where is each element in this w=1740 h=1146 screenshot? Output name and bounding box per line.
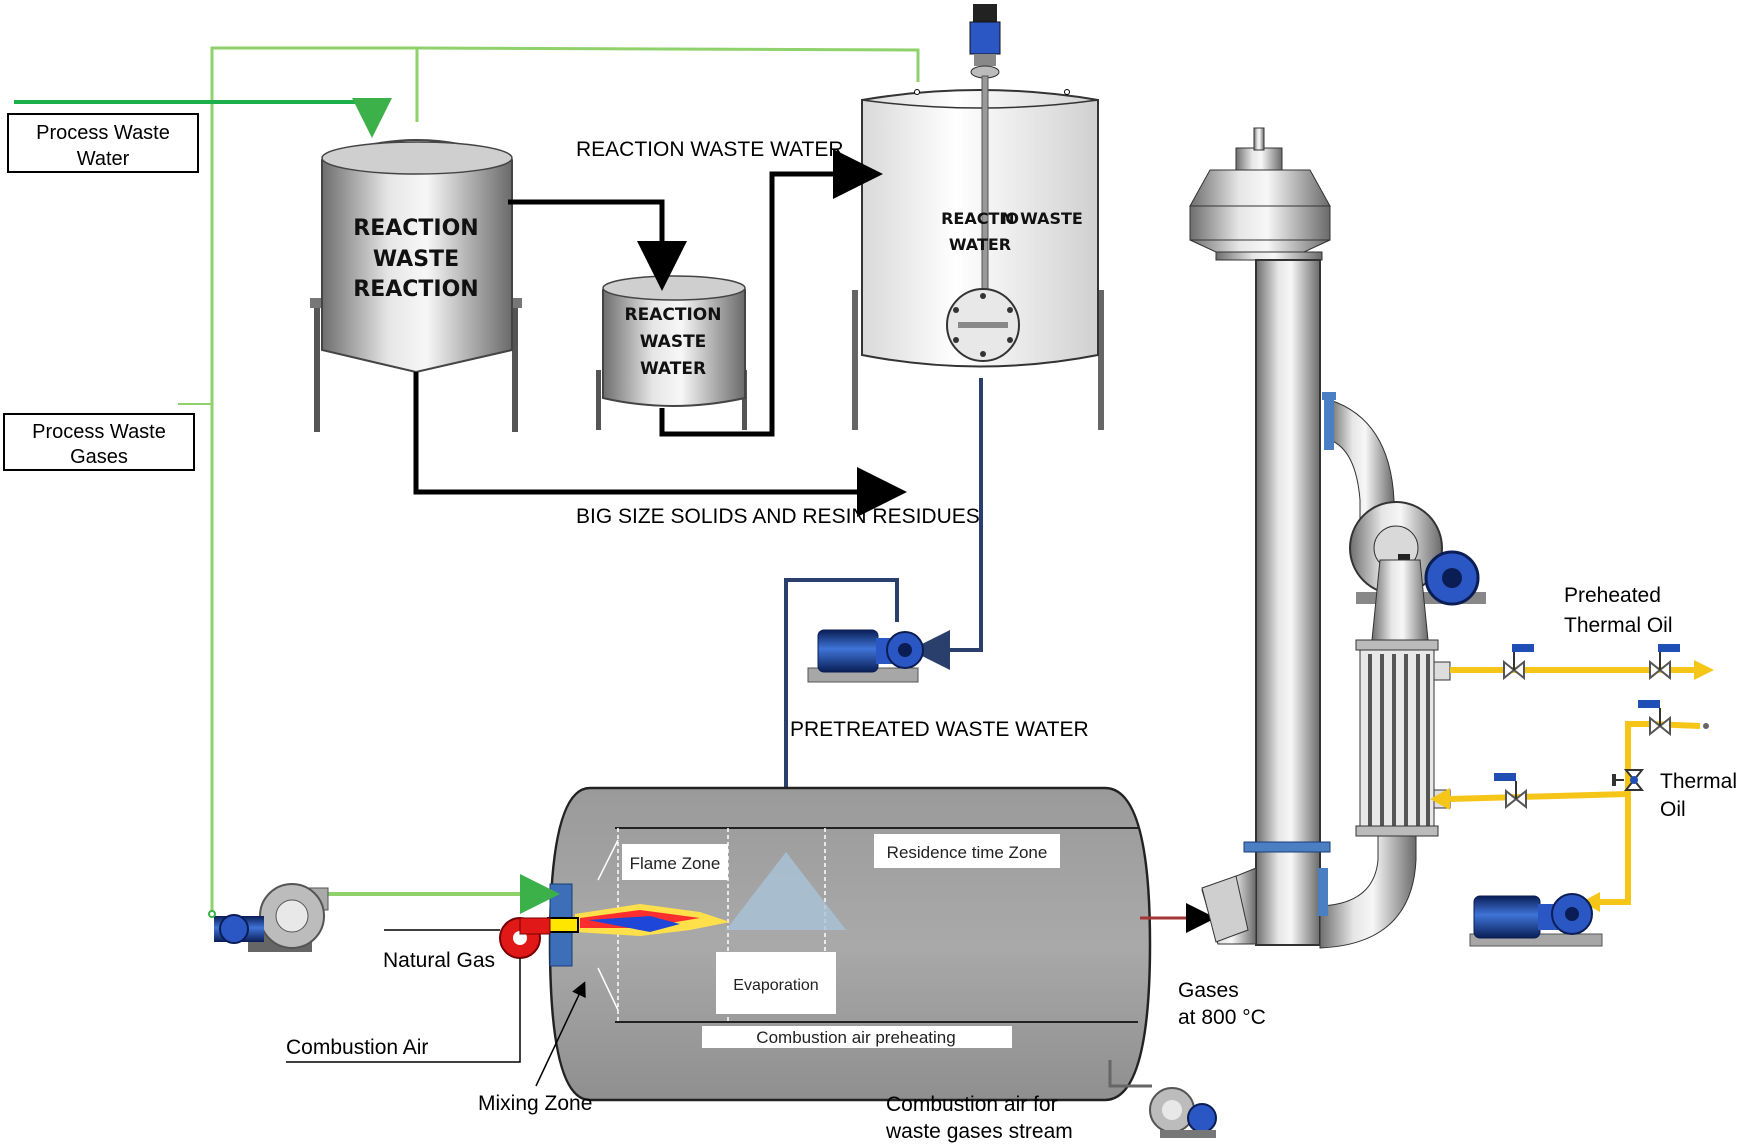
process-waste-water-line2: Water [77,148,130,170]
process-waste-gases-line1: Process Waste [32,421,166,443]
preheated-oil-line2: Thermal Oil [1564,614,1673,637]
tank3-line3: WATER [949,235,1011,254]
combustion-air-label: Combustion Air [286,1036,428,1059]
gases-label-line2: at 800 °C [1178,1006,1266,1029]
evaporation-label: Evaporation [733,977,818,994]
combustion-air-waste-line2: waste gases stream [885,1120,1073,1143]
tank1-line2: WASTE [373,247,459,272]
oil-out-arrow [1694,660,1714,680]
reaction-waste-water-label: REACTION WASTE WATER [576,138,844,161]
mixing-zone-label: Mixing Zone [478,1092,592,1115]
process-waste-water-line1: Process Waste [36,122,170,144]
flame-zone-label: Flame Zone [630,854,721,873]
water-pump [807,629,924,683]
thermal-oil-line1: Thermal [1660,770,1737,793]
oil-pump [1469,893,1603,947]
incinerator: Flame Zone Residence time Zone Evaporati… [548,786,1152,1102]
stack [1189,127,1331,946]
tank2-line3: WATER [640,359,706,379]
combustion-air-waste-line1: Combustion air for [886,1093,1058,1116]
oil-return-arrow [1430,788,1450,810]
valves [1494,644,1680,810]
reaction-tank-1: REACTION WASTE REACTION [310,139,522,432]
tank1-line3: REACTION [353,277,478,302]
combustion-preheating-label: Combustion air preheating [756,1028,955,1047]
residence-zone-label: Residence time Zone [887,843,1048,862]
tank3-line1: REACTIO [941,209,1019,228]
reaction-tank-3: REACTIO N WASTE WATER [852,4,1104,430]
reaction-tank-2: REACTION WASTE WATER [596,275,747,430]
heat-exchanger [1318,392,1486,949]
waste-gas-air-blower [1108,1060,1217,1138]
gas-blower [208,883,329,952]
tank3-line2: N WASTE [1001,209,1083,228]
process-gas-line [178,46,920,912]
tank2-line1: REACTION [625,305,722,325]
process-water-line [14,98,392,138]
oil-inlet-point [1703,723,1709,729]
process-waste-gases-box: Process Waste Gases [3,413,195,471]
gases-label-line1: Gases [1178,979,1239,1002]
natural-gas-label: Natural Gas [383,949,495,972]
tank2-line2: WASTE [640,332,707,352]
process-waste-water-box: Process Waste Water [7,113,199,173]
big-solids-label: BIG SIZE SOLIDS AND RESIN RESIDUES [576,505,980,528]
water-transfer-line [766,378,983,872]
pretreated-waste-water-label: PRETREATED WASTE WATER [790,718,1089,741]
black-flow-lines [413,149,907,517]
preheated-oil-line1: Preheated [1564,584,1661,607]
process-waste-gases-line2: Gases [70,446,128,468]
tank1-line1: REACTION [353,216,478,241]
thermal-oil-line2: Oil [1660,798,1686,821]
oil-pump-arrow [1582,892,1600,912]
